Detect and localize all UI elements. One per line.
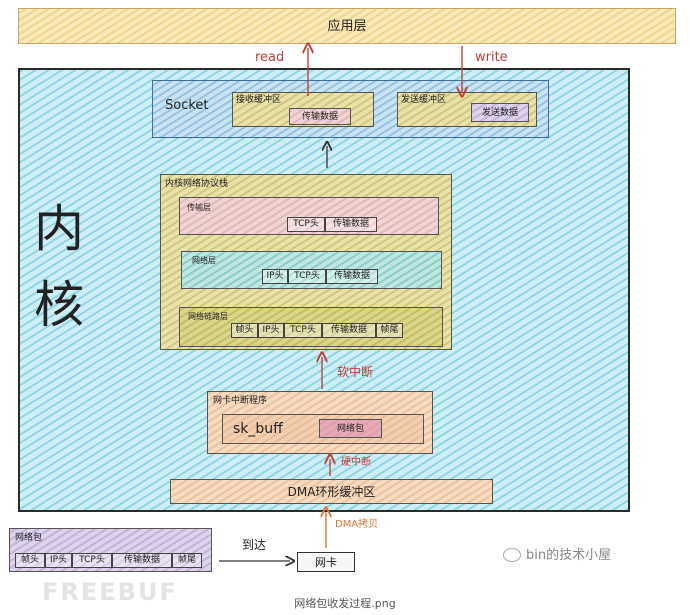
link-layer-box: 网络链路层 帧头 IP头 TCP头 传输数据 帧尾 [179,307,443,347]
packet-cell-frame-header: 帧头 [15,553,45,568]
freebuf-logo: FREEBUF [42,578,178,606]
packet-cell-tcp-header: TCP头 [72,553,112,568]
sk-buff-packet-label: 网络包 [336,424,364,434]
write-label: write [475,50,508,65]
send-data-label: 发送数据 [481,108,518,118]
hard-irq-label: 硬中断 [341,457,371,468]
socket-box: Socket 接收缓冲区 传输数据 发送缓冲区 发送数据 [152,80,549,138]
read-label: read [255,50,285,65]
receive-data-label: 传输数据 [301,112,338,122]
socket-title: Socket [165,98,209,113]
network-layer-label: 网络层 [192,256,216,265]
transport-cell-tcp-header: TCP头 [287,217,325,232]
sk-buff-label: sk_buff [233,421,283,437]
link-cell-frame-trailer: 帧尾 [376,323,403,338]
send-buffer-label: 发送缓冲区 [401,95,447,105]
link-cell-ip-header: IP头 [258,323,284,338]
receive-buffer-box: 接收缓冲区 传输数据 [232,92,374,127]
arrive-label: 到达 [242,538,267,552]
application-layer-box: 应用层 [18,8,676,44]
sk-buff-box: sk_buff 网络包 [222,414,424,444]
watermark-text: bin的技术小屋 [526,548,612,563]
dma-copy-label: DMA拷贝 [335,519,379,530]
packet-cell-frame-trailer: 帧尾 [172,553,202,568]
dma-ring-buffer-label: DMA环形缓冲区 [287,485,376,499]
transport-layer-box: 传输层 TCP头 传输数据 [179,197,439,235]
nic-label: 网卡 [315,556,337,569]
network-cell-ip-header: IP头 [262,269,288,284]
packet-cell-ip-header: IP头 [45,553,72,568]
receive-buffer-label: 接收缓冲区 [236,95,282,105]
nic-interrupt-box: 网卡中断程序 sk_buff 网络包 [207,391,433,454]
packet-cell-payload: 传输数据 [112,553,172,568]
protocol-stack-box: 内核网络协议栈 传输层 TCP头 传输数据 网络层 IP头 TCP头 传输数据 … [160,174,452,350]
nic-interrupt-title: 网卡中断程序 [213,396,268,406]
network-cell-payload: 传输数据 [326,269,378,284]
wechat-icon [503,548,521,562]
packet-box: 网络包 帧头 IP头 TCP头 传输数据 帧尾 [9,528,212,572]
link-cell-tcp-header: TCP头 [284,323,322,338]
network-cell-tcp-header: TCP头 [288,269,326,284]
dma-ring-buffer-box: DMA环形缓冲区 [170,479,493,504]
transport-cell-payload: 传输数据 [325,217,377,232]
send-data-box: 发送数据 [471,103,529,122]
link-cell-payload: 传输数据 [322,323,376,338]
kernel-label-char2: 核 [34,276,84,334]
receive-data-box: 传输数据 [289,108,351,125]
nic-box: 网卡 [297,552,355,572]
packet-box-title: 网络包 [15,533,43,543]
network-layer-box: 网络层 IP头 TCP头 传输数据 [181,251,442,289]
image-caption: 网络包收发过程.png [294,597,396,610]
kernel-label-char1: 内 [34,200,84,258]
link-cell-frame-header: 帧头 [231,323,258,338]
protocol-stack-title: 内核网络协议栈 [165,179,229,189]
send-buffer-box: 发送缓冲区 发送数据 [397,92,537,127]
freebuf-logo-text: FREEBUF [42,578,178,606]
soft-irq-label: 软中断 [337,365,374,379]
sk-buff-packet-box: 网络包 [319,419,382,438]
application-layer-label: 应用层 [327,19,367,34]
transport-layer-label: 传输层 [187,203,211,212]
link-layer-label: 网络链路层 [188,312,228,321]
